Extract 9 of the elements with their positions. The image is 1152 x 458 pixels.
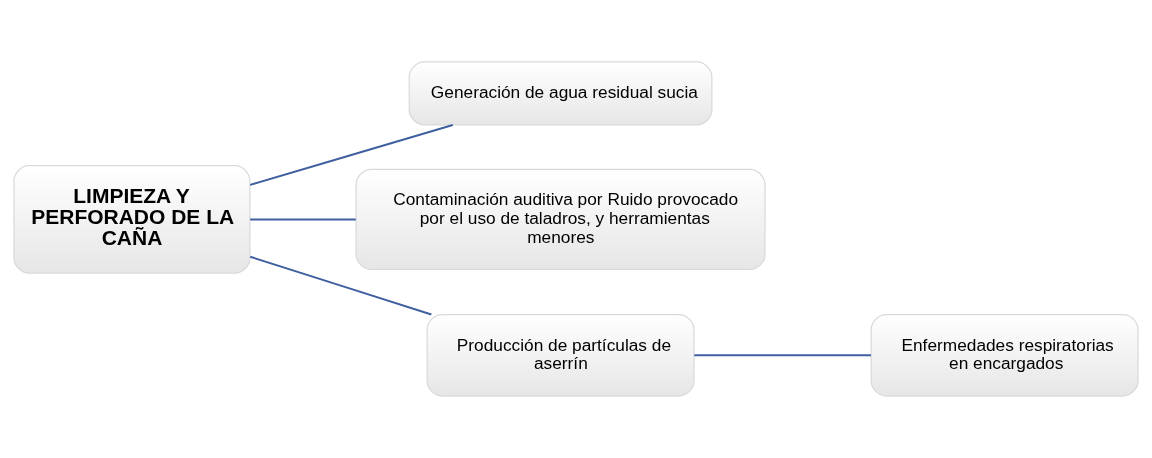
node-box: Generación de agua residual sucia (408, 61, 713, 126)
connector (693, 354, 872, 357)
connector (249, 218, 357, 221)
connector (249, 123, 454, 186)
node-box: LIMPIEZA Y PERFORADO DE LA CAÑA (13, 165, 251, 274)
node-box: Contaminación auditiva por Ruido provocado por el uso de taladros, y herramientas menores (355, 168, 766, 271)
node-box: Producción de partículas de aserrín (426, 313, 695, 397)
connector (249, 255, 433, 316)
node-box: Enfermedades respiratorias en encargados (870, 313, 1139, 397)
